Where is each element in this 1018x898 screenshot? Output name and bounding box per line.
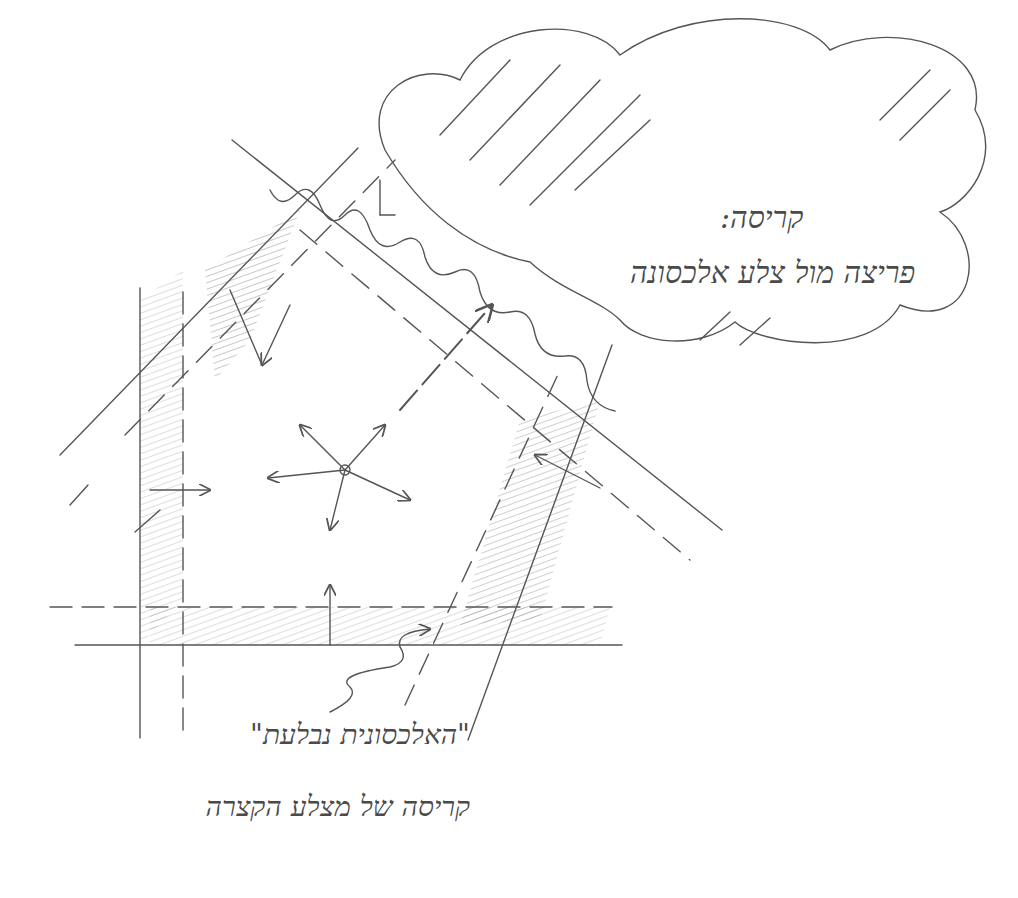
handwritten-note: קריסה של מצלע הקצרה (206, 790, 470, 824)
handwritten-note: "האלכסונית נבלעת" (250, 718, 470, 752)
note-text: פריצה מול צלע אלכסונה (630, 255, 915, 291)
cloud-shape: קריסה: פריצה מול צלע אלכסונה (340, 0, 1010, 380)
cloud-outline (340, 0, 1010, 380)
note-heading: קריסה: (720, 200, 803, 236)
